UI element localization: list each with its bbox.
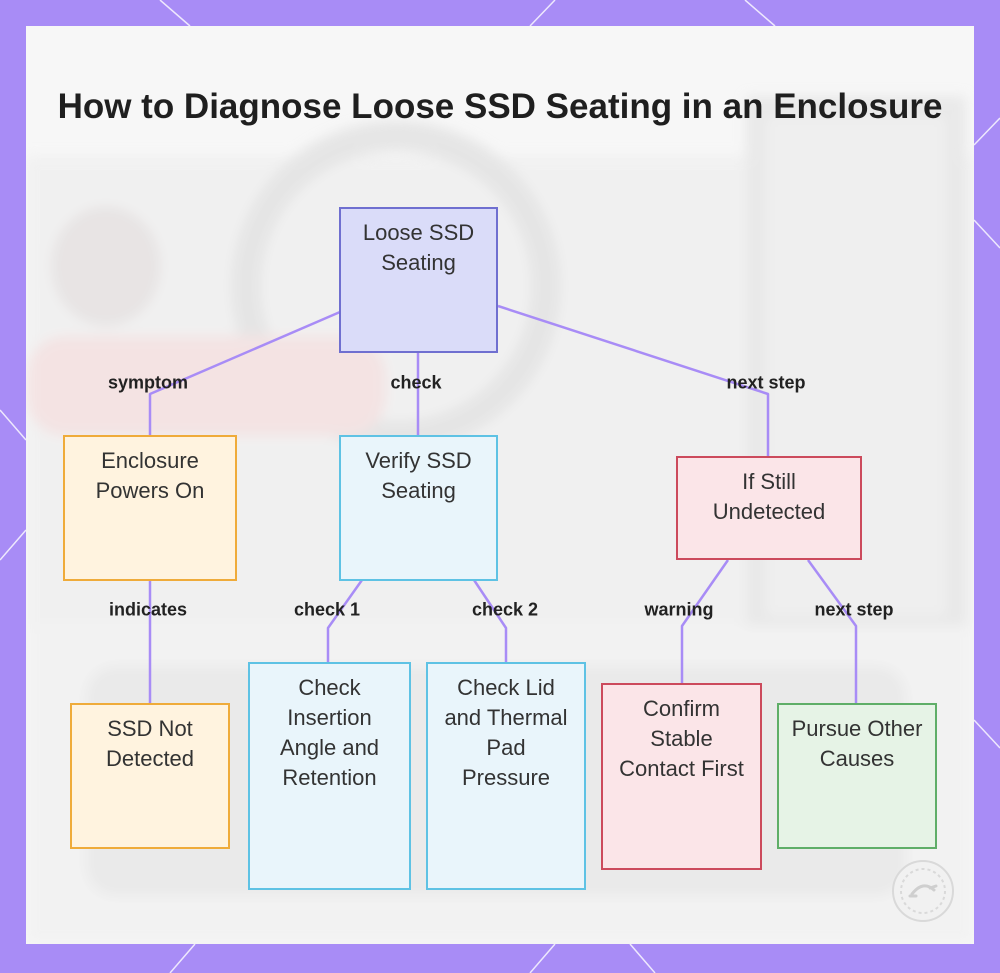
label-next-step-top: next step (726, 372, 806, 393)
node-check-lid-thermal-pad: Check Lid and Thermal Pad Pressure (426, 662, 586, 890)
diagram-card: How to Diagnose Loose SSD Seating in an … (26, 26, 974, 944)
node-pursue-other-causes: Pursue Other Causes (777, 703, 937, 849)
label-check-1: check 1 (293, 599, 361, 620)
node-check-insertion-angle: Check Insertion Angle and Retention (248, 662, 411, 890)
node-confirm-stable-contact: Confirm Stable Contact First (601, 683, 762, 870)
label-indicates: indicates (108, 599, 188, 620)
label-check-2: check 2 (471, 599, 539, 620)
label-next-step-bottom: next step (814, 599, 894, 620)
node-verify-ssd-seating: Verify SSD Seating (339, 435, 498, 581)
label-check: check (390, 372, 442, 393)
badge-icon (892, 860, 954, 922)
edge-next-step-top (497, 304, 770, 457)
label-symptom: symptom (107, 372, 189, 393)
node-if-still-undetected: If Still Undetected (676, 456, 862, 560)
edge-warning (680, 559, 730, 684)
node-ssd-not-detected: SSD Not Detected (70, 703, 230, 849)
edge-check-2 (472, 579, 508, 663)
label-warning: warning (644, 599, 714, 620)
connectors (148, 304, 858, 704)
node-enclosure-powers-on: Enclosure Powers On (63, 435, 237, 581)
edge-check-1 (326, 579, 364, 663)
node-loose-ssd-seating: Loose SSD Seating (339, 207, 498, 353)
edge-symptom (148, 310, 341, 436)
diagram-title: How to Diagnose Loose SSD Seating in an … (57, 87, 943, 126)
edge-next-step-bottom (806, 559, 858, 704)
